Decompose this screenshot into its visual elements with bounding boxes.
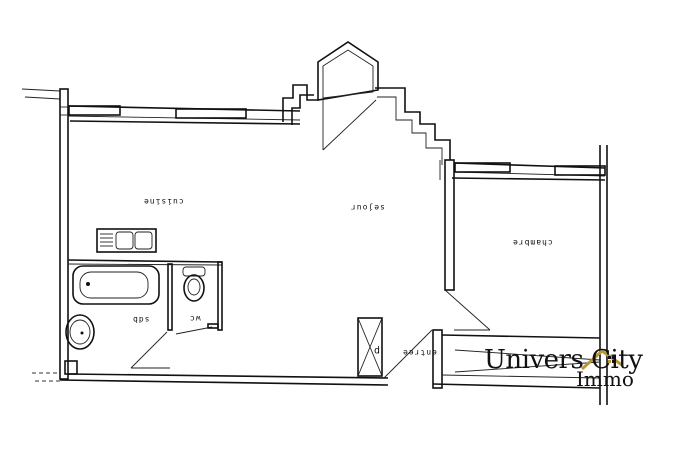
- watermark-line2: Immo: [576, 367, 634, 391]
- room-label-placard: p: [373, 345, 381, 356]
- bay-window: [317, 41, 379, 101]
- window: [175, 108, 247, 119]
- house-roof-icon: [580, 349, 623, 371]
- watermark-line1: Univers City: [484, 345, 643, 375]
- wc-partition: [167, 263, 173, 331]
- room-label-sejour: sejour: [350, 203, 385, 212]
- room-label-cuisine: cuisine: [143, 197, 184, 206]
- left-step-wall: [282, 84, 318, 122]
- lead-line: [21, 88, 61, 92]
- washbasin: [65, 314, 95, 350]
- watermark-logo: Univers City Immo: [484, 345, 664, 395]
- lead-line: [24, 96, 61, 100]
- room-label-chambre: chambre: [512, 238, 553, 247]
- partition-wall: [444, 159, 455, 291]
- window: [454, 162, 511, 173]
- room-label-sdb: sdb: [132, 315, 150, 324]
- chambre-door-swing: [444, 289, 491, 331]
- room-label-wc: wc: [189, 314, 201, 323]
- right-step-wall: [375, 87, 451, 160]
- kitchen-sink: [96, 228, 157, 253]
- room-label-entree: entree: [402, 348, 437, 357]
- window: [554, 165, 606, 176]
- entry-door-swing: [383, 329, 433, 379]
- bathtub: [72, 265, 160, 305]
- closet: [357, 317, 383, 377]
- toilet: [182, 266, 206, 277]
- bottom-wall: [67, 373, 389, 379]
- window: [68, 105, 121, 116]
- left-wall: [59, 88, 69, 380]
